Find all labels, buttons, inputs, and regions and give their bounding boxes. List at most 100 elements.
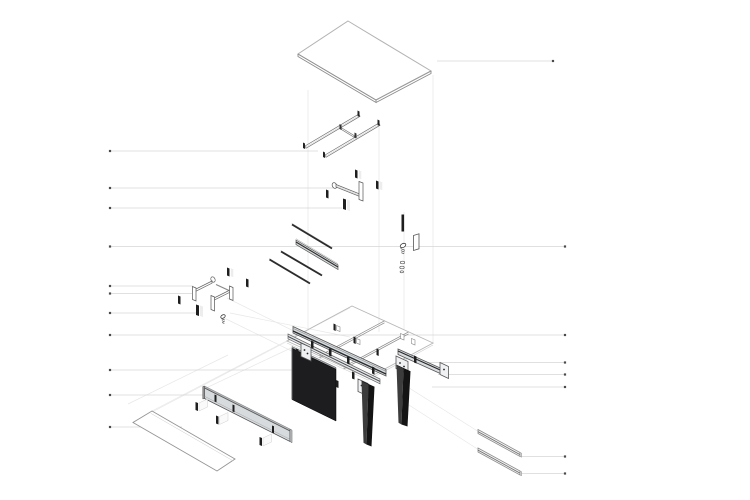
base-panel — [132, 410, 236, 472]
front-panel — [195, 385, 293, 447]
front-panel-face — [198, 398, 208, 412]
slide-rail-pair-face — [340, 126, 356, 139]
front-panel-face — [202, 385, 205, 400]
slide-rail-pair-edge — [305, 115, 360, 148]
front-panel-clip — [232, 404, 235, 413]
corner-profiles-edge — [295, 238, 339, 264]
front-panel-face — [289, 428, 293, 444]
table-frame-clip — [353, 336, 356, 344]
table-legs-edge — [396, 364, 411, 372]
leader-lines — [108, 59, 567, 475]
drawer-bracket-lower-clip — [178, 295, 181, 305]
drawer-bracket-upper-clip — [358, 170, 362, 180]
drawer-bracket-lower-face — [210, 294, 215, 312]
table-frame-clip — [376, 348, 379, 356]
leader-dot — [108, 292, 112, 295]
trace-line — [205, 347, 292, 389]
slide-rail-pair-clip — [303, 142, 305, 149]
leader-dot — [108, 186, 112, 190]
table-frame-face — [411, 338, 416, 346]
front-panel-face — [262, 433, 272, 447]
drawer-bracket-lower-face — [192, 285, 197, 302]
drawer-bracket-upper-clip — [347, 199, 350, 211]
trace-lines — [127, 75, 480, 451]
fastener-set-edge — [401, 252, 405, 255]
drawer-bracket-lower-face — [194, 280, 213, 293]
table-aprons-edge — [292, 328, 387, 372]
shelf-strips — [477, 428, 522, 477]
trace-line — [132, 330, 308, 423]
leader-dot — [108, 206, 112, 210]
table-aprons-clip — [414, 355, 417, 364]
slide-rail-pair-clip — [357, 110, 360, 117]
table-aprons-clip — [336, 380, 339, 388]
table-frame-face — [336, 325, 341, 332]
table-aprons-screw-dot — [303, 349, 306, 351]
table-legs-face — [361, 381, 369, 445]
drawer-bracket-lower — [178, 267, 249, 324]
table-frame-face — [400, 333, 405, 341]
leader-dot — [563, 333, 567, 337]
drawer-bracket-lower-clip — [227, 267, 230, 277]
leader-dot — [563, 245, 567, 248]
table-aprons-face — [300, 342, 312, 362]
drawer-bracket-lower-clip — [230, 268, 234, 278]
leader-dot — [108, 425, 112, 429]
drawer-bracket-upper-clip — [379, 181, 383, 191]
tabletop-edge — [297, 54, 377, 104]
table-aprons-clip — [347, 356, 350, 365]
table-legs-edge — [361, 380, 375, 388]
trace-line — [229, 312, 351, 338]
drawer-bracket-lower-clip — [196, 304, 199, 316]
trace-line — [397, 397, 480, 451]
shelf-strips-edge — [477, 449, 521, 474]
drawer-bracket-lower-edge — [215, 283, 230, 292]
tabletop — [297, 20, 433, 104]
drawer-bracket-upper-clip — [376, 180, 379, 190]
front-panel-clip — [272, 425, 274, 434]
drawer-bracket-upper — [326, 169, 383, 211]
front-panel-clip — [214, 394, 217, 403]
fastener-set-fitting — [399, 242, 407, 249]
table-aprons-clip — [329, 348, 332, 357]
table-aprons-edge — [292, 330, 387, 375]
table-legs — [361, 364, 411, 447]
fastener-set-fitting — [399, 270, 404, 274]
fastener-set-edge — [400, 250, 405, 253]
table-legs-face — [396, 365, 404, 425]
front-panel-face — [204, 387, 291, 443]
slide-rail-pair-clip — [354, 132, 357, 139]
table-aprons-screw-dot — [306, 352, 309, 355]
leader-dot — [108, 368, 112, 372]
table-legs-face — [366, 384, 375, 447]
table-aprons-face — [439, 361, 449, 380]
drawer-bracket-upper-edge — [335, 185, 362, 196]
drawer-bracket-lower-edge — [222, 322, 225, 324]
drawer-bracket-upper-face — [358, 180, 364, 202]
leader-dot — [108, 245, 112, 248]
front-panel-clip — [259, 437, 262, 446]
corner-profiles-edge — [291, 223, 333, 250]
corner-profiles-edge — [295, 241, 339, 268]
corner-profiles-edge — [280, 250, 323, 277]
table-aprons-clip — [311, 340, 314, 349]
drawer-bracket-lower-face — [229, 285, 234, 302]
drawer-bracket-lower-clip — [246, 278, 249, 288]
base-panel-face — [132, 410, 236, 472]
drawer-bracket-upper-clip — [326, 189, 329, 199]
table-frame-face — [356, 338, 361, 345]
table-legs-face — [401, 368, 411, 427]
trace-line — [397, 380, 480, 433]
front-panel-clip — [216, 415, 219, 425]
leader-dot — [108, 311, 112, 315]
slide-rail-pair-edge — [325, 124, 380, 157]
slide-rail-pair — [303, 110, 381, 158]
leader-dot — [563, 361, 567, 364]
fastener-set-fitting — [399, 260, 406, 265]
front-panel-clip — [195, 402, 198, 411]
table-aprons-clip — [372, 366, 375, 375]
leader-dot — [551, 59, 555, 63]
drawer-bracket-upper-clip — [343, 198, 346, 210]
